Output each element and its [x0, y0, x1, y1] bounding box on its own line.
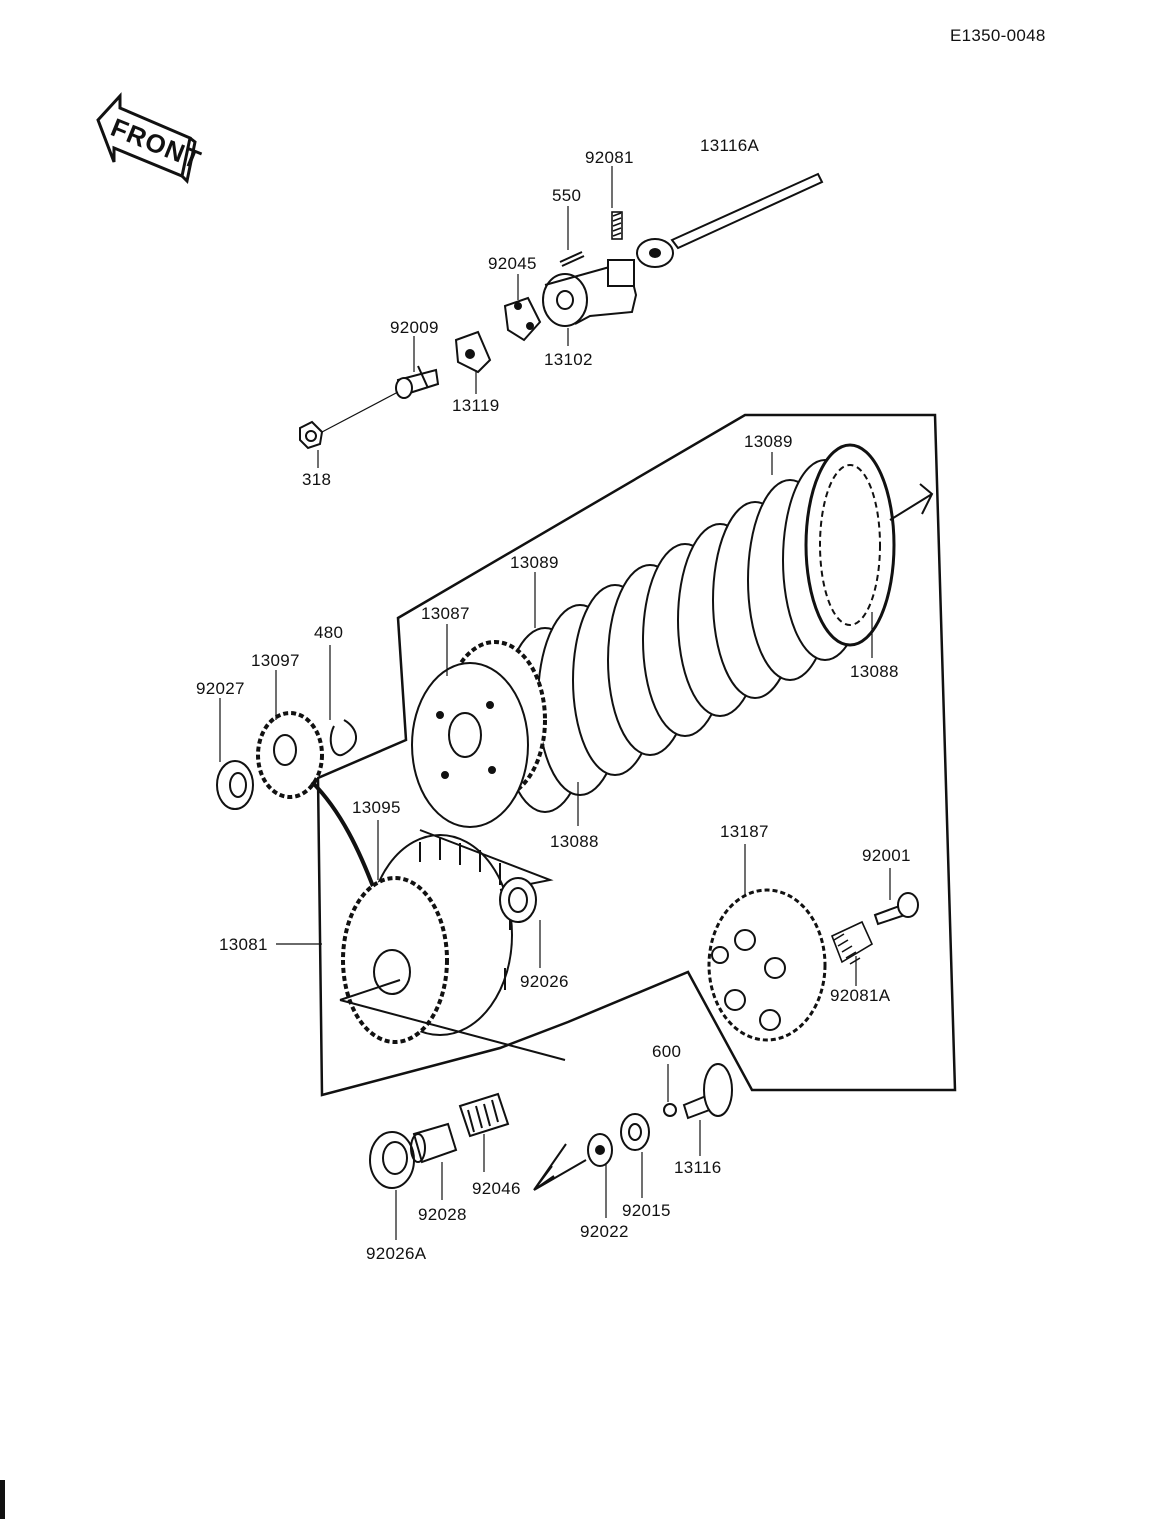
washer-92022	[587, 1133, 613, 1167]
leader-lines	[219, 166, 891, 1240]
part-label-550: 550	[552, 186, 582, 205]
circlip-480	[329, 719, 357, 757]
part-label-13187: 13187	[720, 822, 769, 841]
washer-92026A	[369, 1131, 415, 1189]
nut-318	[299, 420, 324, 450]
release-shaft	[636, 172, 824, 268]
pushrod-13116	[682, 1063, 733, 1120]
part-label-13102: 13102	[544, 350, 593, 369]
part-label-92009: 92009	[390, 318, 439, 337]
part-label-13088-bottom: 13088	[550, 832, 599, 851]
part-label-92045: 92045	[488, 254, 537, 273]
part-label-92026: 92026	[520, 972, 569, 991]
part-label-480: 480	[314, 623, 344, 642]
cam-plate	[503, 296, 542, 342]
spring-92081A	[830, 920, 874, 965]
part-label-13089-mid: 13089	[510, 553, 559, 572]
bolt-92001	[873, 892, 919, 926]
part-label-92001: 92001	[862, 846, 911, 865]
washer-92026	[499, 877, 537, 923]
gear-13097	[256, 711, 324, 799]
part-label-92022: 92022	[580, 1222, 629, 1241]
part-label-92027: 92027	[196, 679, 245, 698]
scan-edge-mark	[0, 1480, 5, 1519]
release-lever	[542, 259, 638, 327]
part-label-13087: 13087	[421, 604, 470, 623]
part-label-92081A: 92081A	[830, 986, 891, 1005]
needle-bearing-92046	[458, 1092, 510, 1138]
sleeve-92028	[410, 1122, 458, 1164]
spring-92081	[611, 211, 623, 240]
part-label-13116: 13116	[674, 1158, 722, 1177]
part-label-13119: 13119	[452, 396, 500, 415]
clutch-hub	[411, 640, 547, 828]
part-label-92028: 92028	[418, 1205, 467, 1224]
ball-600	[663, 1103, 677, 1117]
part-label-13088-right: 13088	[850, 662, 899, 681]
assembly-boundary	[316, 413, 957, 1097]
washer-92027	[216, 760, 254, 810]
part-label-600: 600	[652, 1042, 682, 1061]
document-id: E1350-0048	[950, 26, 1046, 45]
part-label-13089-top: 13089	[744, 432, 793, 451]
pressure-plate	[707, 888, 827, 1042]
plate-13119	[454, 330, 492, 374]
bearing-92015	[620, 1113, 650, 1151]
part-label-13081: 13081	[219, 935, 268, 954]
clutch-housing	[341, 834, 513, 1044]
part-label-13095: 13095	[352, 798, 401, 817]
part-label-13097: 13097	[251, 651, 300, 670]
part-label-92015: 92015	[622, 1201, 671, 1220]
part-label-92081: 92081	[585, 148, 634, 167]
adjusting-screw	[395, 365, 440, 399]
part-label-92046: 92046	[472, 1179, 521, 1198]
cotter-pin	[559, 251, 585, 267]
clutch-plate-stack	[502, 443, 896, 813]
part-label-13116A: 13116A	[700, 136, 760, 155]
part-label-92026A: 92026A	[366, 1244, 427, 1263]
part-label-318: 318	[302, 470, 332, 489]
front-arrow-icon	[96, 92, 197, 185]
